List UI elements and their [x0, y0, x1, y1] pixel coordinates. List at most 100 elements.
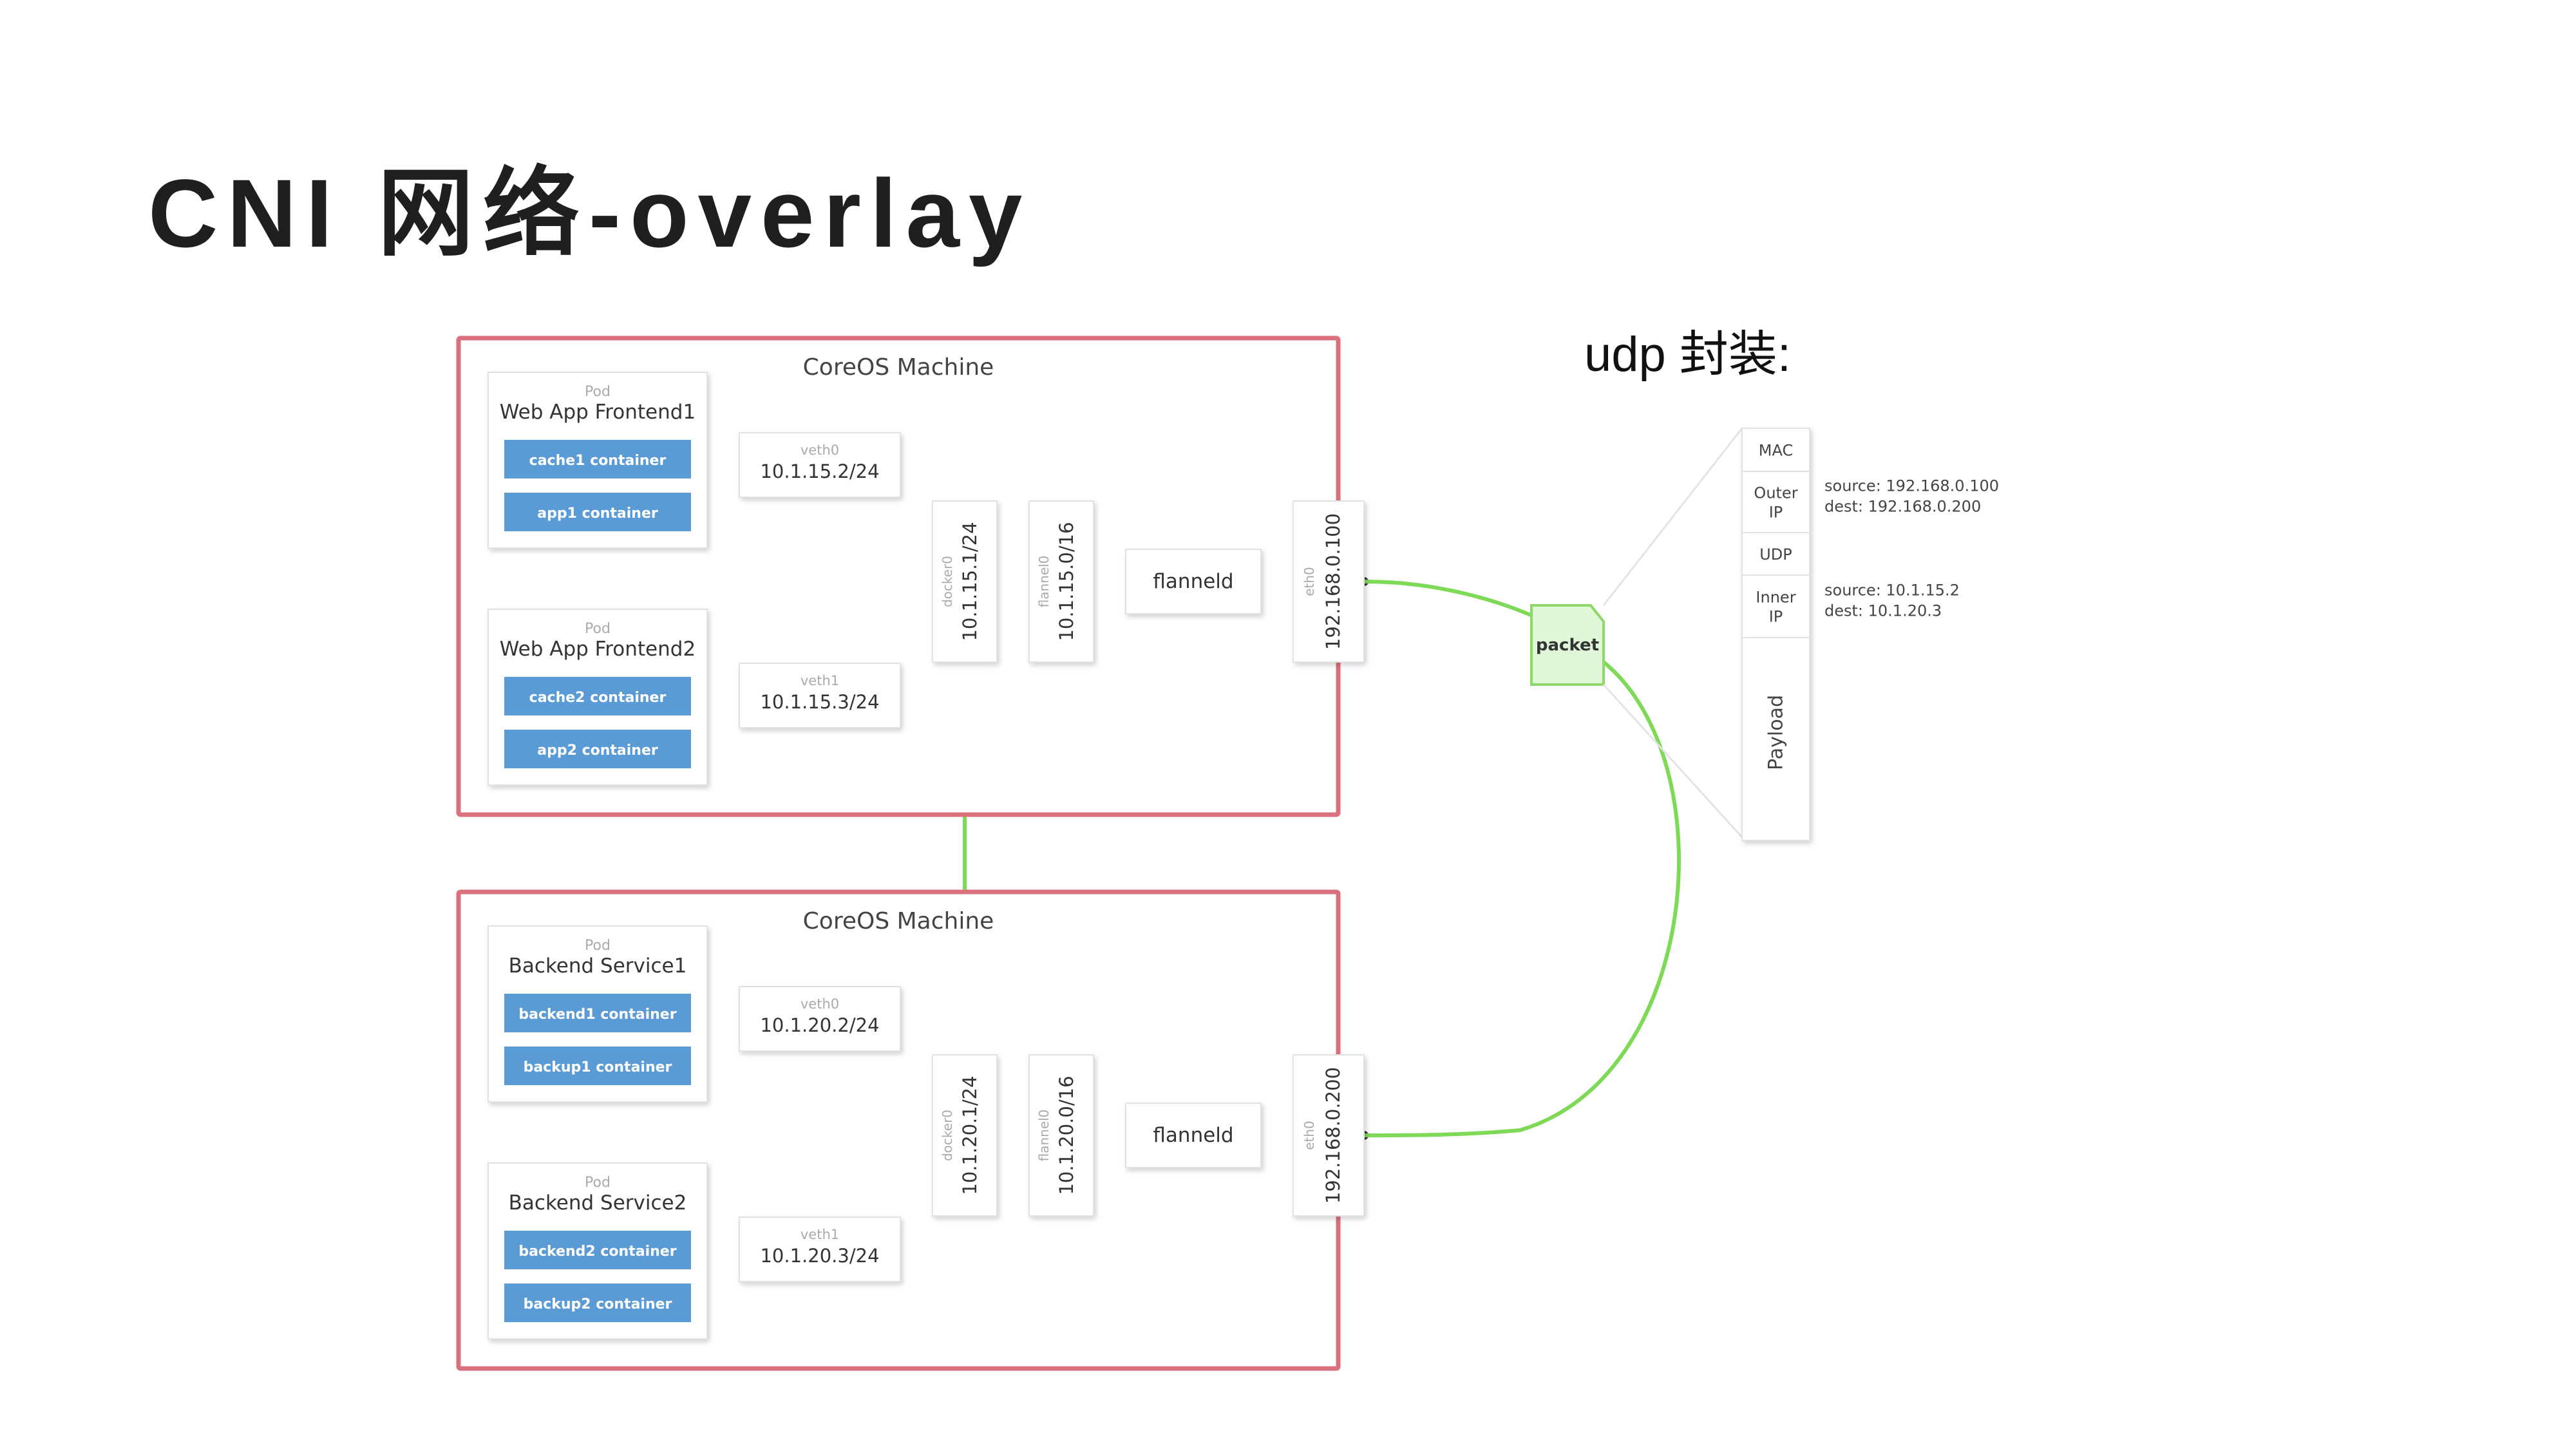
veth-1: veth1 10.1.15.3/24: [739, 663, 901, 728]
container-box: [504, 677, 691, 715]
container-box: [504, 730, 691, 768]
eth0-name: eth0: [1302, 567, 1317, 596]
veth-box: [739, 663, 901, 728]
slide-title: CNI 网络-overlay: [148, 159, 1032, 267]
encapsulation-box: [1741, 428, 1810, 841]
udp-encapsulation-title: udp 封装:: [1584, 327, 1792, 382]
machine-label: CoreOS Machine: [803, 354, 994, 381]
flannel0-name: flannel0: [1036, 1110, 1052, 1162]
container-box: [504, 1283, 691, 1322]
layer-label-line: Inner: [1756, 589, 1795, 607]
veth-ip: 10.1.20.2/24: [760, 1014, 879, 1036]
eth-packet-link: [1363, 580, 1540, 621]
flanneld-label: flanneld: [1153, 570, 1233, 593]
veth-0: veth0 10.1.15.2/24: [739, 432, 901, 498]
veth-ip: 10.1.20.3/24: [760, 1245, 879, 1267]
eth0-ip: 192.168.0.100: [1322, 513, 1344, 650]
flanneld-box: [1125, 549, 1262, 614]
flannel0-name: flannel0: [1036, 556, 1052, 608]
layer-label-line: IP: [1769, 608, 1783, 626]
container-label: cache1 container: [529, 453, 667, 469]
packet-eth-link: [1363, 660, 1681, 1137]
flannel0-ip: 10.1.15.0/16: [1056, 522, 1077, 641]
layer-label-line: IP: [1769, 504, 1783, 522]
container-box: [504, 440, 691, 478]
flanneld-label: flanneld: [1153, 1124, 1233, 1147]
docker0-box: [932, 1054, 998, 1217]
pod-name: Web App Frontend1: [500, 401, 696, 424]
machine-label: CoreOS Machine: [803, 908, 994, 934]
layer-label-line: Outer: [1754, 484, 1797, 502]
veth-ip: 10.1.15.2/24: [760, 460, 879, 482]
flannel0-box: [1028, 500, 1094, 663]
flanneld-box: [1125, 1103, 1262, 1168]
pod-name: Backend Service1: [509, 954, 687, 978]
pod-label: Pod: [585, 621, 611, 637]
flanneld-daemon: flanneld: [1125, 549, 1262, 614]
container-box: [504, 493, 691, 531]
veth-name: veth1: [800, 1227, 839, 1242]
container-label: cache2 container: [529, 690, 667, 706]
eth0-box: [1293, 1054, 1365, 1217]
veth-box: [739, 1217, 901, 1282]
veth-1: veth1 10.1.20.3/24: [739, 1217, 901, 1282]
container-box: [504, 1046, 691, 1085]
docker0-box: [932, 500, 998, 663]
container-label: app1 container: [537, 506, 658, 522]
packet-node: packet: [1530, 604, 1605, 686]
pod-label: Pod: [585, 384, 611, 400]
docker0-name: docker0: [940, 1110, 955, 1161]
veth-box: [739, 986, 901, 1052]
docker0-ip: 10.1.20.1/24: [959, 1075, 981, 1195]
packet-label: packet: [1536, 636, 1599, 655]
veth-name: veth1: [800, 673, 839, 688]
layer-label: MAC: [1759, 442, 1793, 460]
zoom-line: [1602, 683, 1743, 838]
pod-name: Web App Frontend2: [500, 638, 696, 661]
veth-ip: 10.1.15.3/24: [760, 691, 879, 713]
veth-name: veth0: [800, 996, 839, 1012]
flanneld-daemon: flanneld: [1125, 1103, 1262, 1168]
pod-label: Pod: [585, 1175, 611, 1191]
pod-name: Backend Service2: [509, 1191, 687, 1215]
container-label: backend1 container: [518, 1007, 676, 1023]
layer-note: source: 192.168.0.100: [1824, 477, 1999, 495]
container-label: backend2 container: [518, 1244, 676, 1260]
layer-note: source: 10.1.15.2: [1824, 582, 1960, 600]
container-label: backup2 container: [524, 1296, 672, 1312]
docker0-name: docker0: [940, 556, 955, 607]
container-box: [504, 1231, 691, 1269]
packet-shape: [1530, 604, 1605, 686]
container-label: backup1 container: [524, 1059, 672, 1075]
layer-label: UDP: [1759, 545, 1792, 564]
veth-box: [739, 432, 901, 498]
pod-label: Pod: [585, 938, 611, 954]
veth-name: veth0: [800, 442, 839, 458]
docker0-ip: 10.1.15.1/24: [959, 522, 981, 641]
container-label: app2 container: [537, 743, 658, 759]
layer-note: dest: 10.1.20.3: [1824, 602, 1942, 620]
docker0-bridge: docker0 10.1.15.1/24: [932, 500, 998, 663]
flannel0-box: [1028, 1054, 1094, 1217]
flannel0-ip: 10.1.20.0/16: [1056, 1075, 1077, 1195]
eth0-ip: 192.168.0.200: [1322, 1067, 1344, 1204]
veth-0: veth0 10.1.20.2/24: [739, 986, 901, 1052]
container-box: [504, 994, 691, 1032]
eth0-box: [1293, 500, 1365, 663]
layer-payload: Payload: [1765, 695, 1788, 770]
docker0-bridge: docker0 10.1.20.1/24: [932, 1054, 998, 1217]
